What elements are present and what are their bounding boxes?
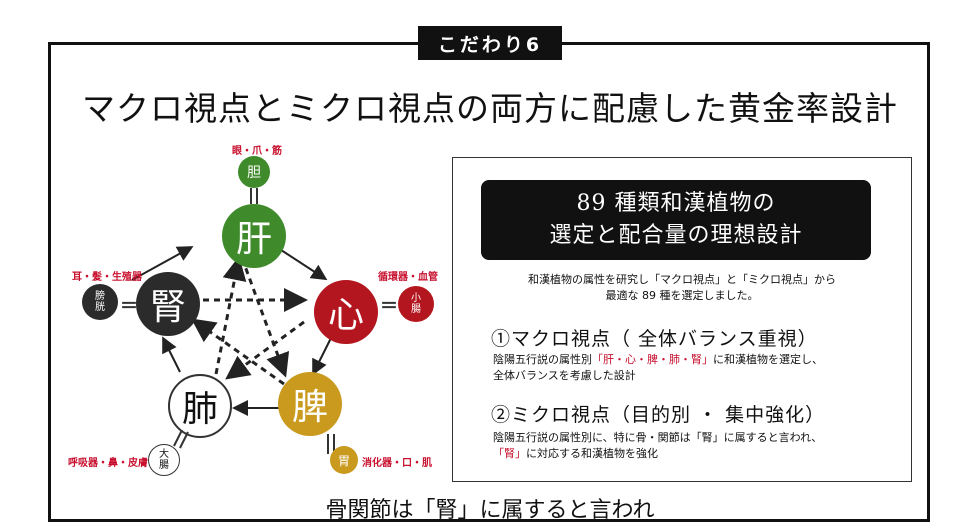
large-intestine-circle: 大 腸	[148, 444, 180, 476]
lung-circle: 肺	[168, 374, 232, 438]
bladder-char2: 胱	[95, 302, 105, 313]
info-description: 和漢植物の属性を研究し「マクロ視点」と「ミクロ視点」から 最適な 89 種を選定…	[453, 272, 911, 304]
arrow-liver-heart	[277, 247, 328, 281]
info-heading-line1: 89 種類和漢植物の	[576, 191, 776, 216]
macro-body: 陰陽五行説の属性別「肝・心・脾・肺・腎」に和漢植物を選定し、 全体バランスを考慮…	[493, 352, 903, 384]
main-title: マクロ視点とミクロ視点の両方に配慮した黄金率設計	[82, 89, 898, 128]
small-intestine-char2: 腸	[411, 304, 421, 315]
arrow-spleen-kidney	[191, 318, 285, 386]
macro-text-2: に和漢植物を選定し、	[713, 353, 823, 366]
stomach-circle: 胃	[330, 446, 358, 474]
desc-line2: 最適な 89 種を選定しました。	[605, 289, 759, 302]
bladder-circle: 膀 胱	[82, 284, 118, 320]
liver-circle: 肝	[222, 204, 286, 268]
micro-text-1: 陰陽五行説の属性別に、特に骨・関節は「腎」に属すると言われ、	[493, 431, 823, 444]
large-intestine-char2: 腸	[159, 460, 169, 471]
micro-kidney-highlight: 「腎」	[493, 447, 526, 460]
small-intestine-circle: 小 腸	[398, 286, 434, 322]
heart-circle: 心	[314, 280, 378, 344]
section-badge: こだわり6	[418, 26, 562, 60]
bottom-cutoff-text: 骨関節は「腎」に属すると言われ	[325, 498, 655, 523]
info-box: 89 種類和漢植物の 選定と配合量の理想設計 和漢植物の属性を研究し「マクロ視点…	[452, 157, 912, 482]
arrow-heart-spleen	[312, 335, 333, 376]
macro-title: ①マクロ視点（ 全体バランス重視）	[491, 328, 818, 350]
kidney-label: 耳・髪・生殖器	[72, 272, 142, 283]
lung-label: 呼吸器・鼻・皮膚	[68, 458, 148, 469]
info-heading-line2: 選定と配合量の理想設計	[549, 223, 803, 248]
bladder-char1: 膀	[95, 291, 105, 302]
kidney-circle: 腎	[136, 272, 200, 336]
arrow-kidney-liver	[131, 246, 194, 281]
small-intestine-char1: 小	[411, 293, 421, 304]
kidney-equals: ＝	[120, 296, 138, 317]
arrow-lung-liver	[214, 256, 247, 375]
arrow-lung-kidney	[162, 336, 181, 373]
desc-line1: 和漢植物の属性を研究し「マクロ視点」と「ミクロ視点」から	[528, 273, 836, 286]
gallbladder-circle: 胆	[238, 156, 270, 188]
macro-text-3: 全体バランスを考慮した設計	[493, 369, 636, 382]
liver-label: 眼・爪・筋	[232, 146, 282, 157]
micro-title: ②ミクロ視点（目的別 ・ 集中強化）	[491, 404, 826, 426]
heart-label: 循環器・血管	[378, 272, 438, 283]
micro-body: 陰陽五行説の属性別に、特に骨・関節は「腎」に属すると言われ、 「腎」に対応する和…	[493, 430, 903, 462]
arrow-heart-lung	[225, 320, 305, 380]
heart-equals: ＝	[380, 296, 398, 317]
micro-text-2: に対応する和漢植物を強化	[526, 447, 658, 460]
arrow-liver-spleen	[240, 257, 290, 378]
macro-text-1: 陰陽五行説の属性別	[493, 353, 592, 366]
info-heading: 89 種類和漢植物の 選定と配合量の理想設計	[481, 180, 871, 260]
macro-organs-highlight: 「肝・心・脾・肺・腎」	[592, 353, 713, 366]
spleen-circle: 脾	[278, 372, 342, 436]
spleen-label: 消化器・口・肌	[362, 458, 432, 469]
five-elements-diagram: 眼・爪・筋 胆 肝 循環器・血管 心 ＝ 小 腸 耳・髪・生殖器 膀 胱 ＝ 腎…	[40, 136, 460, 496]
large-intestine-char1: 大	[159, 449, 169, 460]
